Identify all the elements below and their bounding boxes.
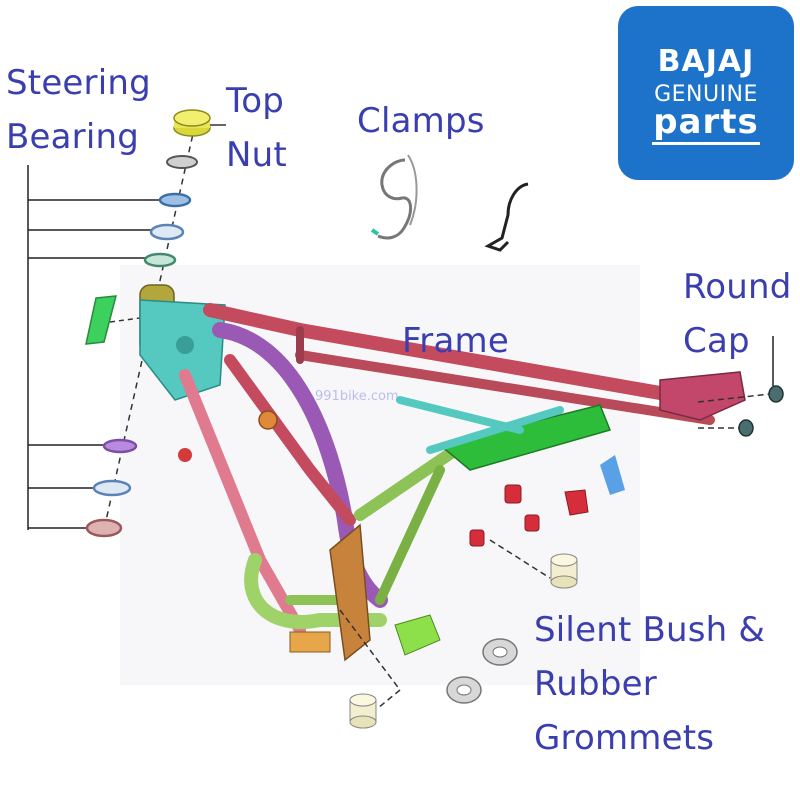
silent-bush-1	[550, 553, 578, 589]
label-silent-bush-line-1: Silent Bush &	[534, 610, 766, 650]
clamp-part-1	[370, 154, 418, 240]
bearing-race-2	[149, 223, 185, 241]
label-clamps: Clamps	[357, 94, 485, 148]
rear-bracket	[659, 371, 746, 421]
label-round-cap: Round Cap	[683, 260, 792, 368]
green-bracket	[85, 295, 117, 345]
label-steering-bearing-line-2: Bearing	[6, 117, 140, 157]
label-top-nut-line-2: Nut	[226, 135, 287, 175]
rear-subframe-panel	[438, 404, 612, 471]
lower-green-mount	[394, 614, 441, 656]
bajaj-genuine-parts-logo: BAJAJ GENUINE parts	[618, 6, 794, 180]
bearing-lower-2	[92, 479, 132, 497]
frame-top-rails	[203, 303, 715, 425]
logo-genuine: GENUINE	[654, 82, 758, 107]
bearing-washer-1	[166, 155, 198, 169]
label-round-cap-line-2: Cap	[683, 321, 750, 361]
blue-tab	[600, 455, 625, 495]
clamp-part-2	[484, 182, 529, 252]
label-top-nut-line-1: Top	[226, 81, 284, 121]
label-round-cap-line-1: Round	[683, 267, 792, 307]
red-bushes	[469, 484, 589, 547]
label-silent-bush-line-2: Rubber	[534, 664, 657, 704]
rubber-grommet-1	[482, 638, 518, 666]
label-frame-text: Frame	[402, 321, 509, 361]
headstock	[139, 284, 226, 401]
label-top-nut: Top Nut	[226, 74, 287, 182]
bearing-seal	[143, 252, 177, 268]
round-cap-1	[768, 385, 784, 403]
steering-axis-line	[104, 124, 196, 526]
silent-bush-2	[349, 693, 377, 729]
label-steering-bearing-line-1: Steering	[6, 63, 151, 103]
orange-washer	[258, 410, 278, 430]
bearing-lower-1	[102, 438, 138, 454]
round-cap-leader-1	[697, 393, 771, 403]
round-cap-2	[738, 419, 754, 437]
bearing-race-1	[158, 192, 192, 208]
label-frame: Frame	[402, 314, 509, 368]
watermark: 991bike.com	[315, 389, 399, 404]
logo-underline	[652, 142, 760, 145]
bush-leader-lines	[339, 539, 551, 709]
label-clamps-text: Clamps	[357, 101, 485, 141]
engine-mount-plate	[329, 523, 371, 662]
bearing-lower-3	[85, 518, 123, 538]
label-silent-bush: Silent Bush & Rubber Grommets	[534, 603, 765, 765]
steering-bearing-callout-lines	[27, 165, 160, 530]
lower-mount	[289, 631, 331, 653]
label-steering-bearing: Steering Bearing	[6, 56, 151, 164]
logo-parts: parts	[653, 102, 759, 142]
rubber-grommet-2	[446, 676, 482, 704]
label-silent-bush-line-3: Grommets	[534, 718, 715, 758]
small-red-washer	[178, 448, 192, 462]
logo-brand: BAJAJ	[657, 44, 755, 79]
teal-cross-members	[396, 396, 564, 454]
top-nut-part	[173, 109, 211, 137]
